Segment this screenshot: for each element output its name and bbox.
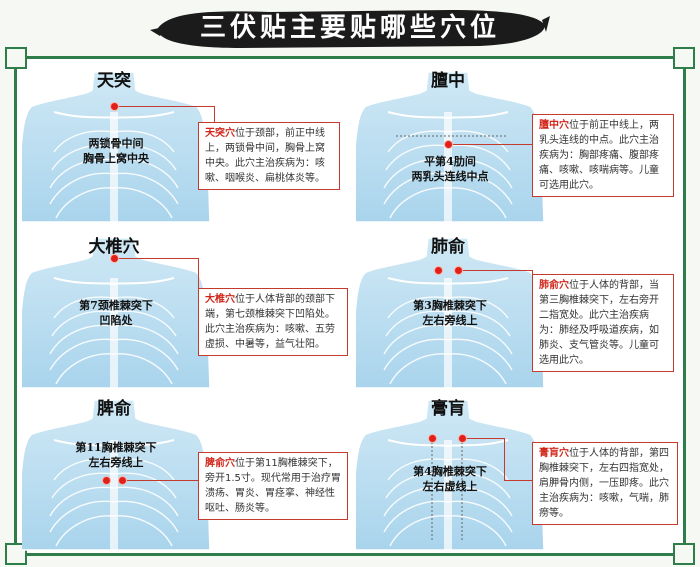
- leader-line: [214, 106, 215, 122]
- leader-line: [119, 258, 199, 259]
- desc-title: 肺俞穴: [539, 280, 569, 291]
- acupoint-location-label: 第4胸椎棘突下 左右虚线上: [380, 464, 520, 494]
- acupoint-marker[interactable]: [454, 266, 463, 275]
- location-line: 两乳头连线中点: [411, 170, 489, 183]
- location-line: 凹陷处: [99, 314, 133, 327]
- leader-line: [453, 144, 533, 145]
- acupoint-location-label: 平第4肋间 两乳头连线中点: [380, 154, 520, 184]
- acupoint-marker[interactable]: [110, 254, 119, 263]
- acupoint-description: 天突穴位于颈部，前正中线上，两锁骨中间，胸骨上窝中央。此穴主治疾病为：咳嗽、咽喉…: [198, 122, 340, 190]
- location-line: 平第4肋间: [424, 155, 476, 168]
- frame-corner: [5, 47, 27, 69]
- leader-line: [504, 438, 505, 480]
- location-line: 第3胸椎棘突下: [413, 299, 487, 312]
- acupoint-location-label: 两锁骨中间 胸骨上窝中央: [46, 136, 186, 166]
- acupoint-marker[interactable]: [102, 476, 111, 485]
- acupoint-name: 肺俞: [431, 237, 465, 257]
- location-line: 第7颈椎棘突下: [79, 299, 153, 312]
- desc-text: 位于第11胸椎棘突下，旁开1.5寸。现代常用于治疗胃溃疡、胃炎、胃痉挛、神经性呕…: [205, 458, 341, 514]
- acupoint-panel-danzhong: 膻中 平第4肋间 两乳头连线中点 膻中穴位于前正中线上，两乳头连线的中点。此穴主…: [356, 64, 686, 226]
- brush-stroke-bg: [150, 10, 550, 48]
- desc-title: 脾俞穴: [205, 458, 235, 469]
- desc-title: 膏肓穴: [539, 448, 569, 459]
- leader-line: [504, 480, 532, 481]
- acupoint-location-label: 第7颈椎棘突下 凹陷处: [46, 298, 186, 328]
- leader-line: [467, 438, 505, 439]
- desc-text: 位于人体的背部，当第三胸椎棘突下，左右旁开二指宽处。此穴主治疾病为：肺经及呼吸道…: [539, 280, 659, 366]
- desc-text: 位于人体的背部，第四胸椎棘突下，左右四指宽处，肩胛骨内侧，一压即疼。此穴主治疾病…: [539, 448, 669, 519]
- acupoint-name: 天突: [97, 71, 131, 91]
- acupoint-name: 脾俞: [97, 399, 131, 419]
- acupoint-description: 膏肓穴位于人体的背部，第四胸椎棘突下，左右四指宽处，肩胛骨内侧，一压即疼。此穴主…: [532, 442, 678, 525]
- acupoint-name: 大椎穴: [88, 237, 140, 257]
- page-title: 三伏贴主要贴哪些穴位: [199, 13, 500, 43]
- title-banner: 三伏贴主要贴哪些穴位: [150, 6, 550, 50]
- acupoint-panel-tiantu: 天突 两锁骨中间 胸骨上窝中央 天突穴位于颈部，前正中线上，两锁骨中间，胸骨上窝…: [22, 64, 352, 226]
- frame-corner: [673, 47, 695, 69]
- location-line: 两锁骨中间: [88, 137, 144, 150]
- frame-corner: [5, 543, 27, 565]
- acupoint-marker[interactable]: [458, 434, 467, 443]
- acupoint-description: 大椎穴位于人体背部的颈部下端，第七颈椎棘突下凹陷处。此穴主治疾病为：咳嗽、五劳虚…: [198, 288, 348, 356]
- desc-text: 位于人体背部的颈部下端，第七颈椎棘突下凹陷处。此穴主治疾病为：咳嗽、五劳虚损、中…: [205, 294, 335, 350]
- acupoint-marker[interactable]: [118, 476, 127, 485]
- acupoint-marker[interactable]: [434, 266, 443, 275]
- leader-line: [198, 258, 199, 288]
- acupoint-description: 肺俞穴位于人体的背部，当第三胸椎棘突下，左右旁开二指宽处。此穴主治疾病为：肺经及…: [532, 274, 674, 372]
- acupoint-panel-pishu: 脾俞 第11胸椎棘突下 左右旁线上 脾俞穴位于第11胸椎棘突下，旁开1.5寸。现…: [22, 392, 352, 554]
- acupoint-panel-gaohuang: 膏肓 第4胸椎棘突下 左右虚线上 膏肓穴位于人体的背部，第四胸椎棘突下，左右四指…: [356, 392, 686, 554]
- acupoint-description: 脾俞穴位于第11胸椎棘突下，旁开1.5寸。现代常用于治疗胃溃疡、胃炎、胃痉挛、神…: [198, 452, 348, 520]
- desc-title: 膻中穴: [539, 120, 569, 131]
- acupoint-panel-feishu: 肺俞 第3胸椎棘突下 左右旁线上 肺俞穴位于人体的背部，当第三胸椎棘突下，左右旁…: [356, 230, 686, 392]
- acupoint-marker[interactable]: [428, 434, 437, 443]
- desc-text: 位于前正中线上，两乳头连线的中点。此穴主治疾病为：胸部疼痛、腹部疼痛、咳嗽、咳喘…: [539, 120, 659, 191]
- frame-corner: [673, 543, 695, 565]
- desc-title: 天突穴: [205, 128, 235, 139]
- acupoint-location-label: 第11胸椎棘突下 左右旁线上: [46, 440, 186, 470]
- acupoint-description: 膻中穴位于前正中线上，两乳头连线的中点。此穴主治疾病为：胸部疼痛、腹部疼痛、咳嗽…: [532, 114, 674, 197]
- location-line: 左右旁线上: [422, 314, 478, 327]
- body-figure: [356, 399, 545, 551]
- desc-title: 大椎穴: [205, 294, 235, 305]
- location-line: 左右旁线上: [88, 456, 144, 469]
- leader-line: [463, 270, 533, 271]
- leader-line: [127, 480, 199, 481]
- leader-line: [119, 106, 215, 107]
- location-line: 第4胸椎棘突下: [413, 465, 487, 478]
- desc-text: 位于颈部，前正中线上，两锁骨中间，胸骨上窝中央。此穴主治疾病为：咳嗽、咽喉炎、扁…: [205, 128, 325, 184]
- acupoint-marker[interactable]: [110, 102, 119, 111]
- acupoint-name: 膏肓: [431, 399, 465, 419]
- location-line: 胸骨上窝中央: [83, 152, 149, 165]
- acupoint-name: 膻中: [431, 71, 465, 91]
- acupoint-marker[interactable]: [444, 140, 453, 149]
- acupoint-panel-dazhui: 大椎穴 第7颈椎棘突下 凹陷处 大椎穴位于人体背部的颈部下端，第七颈椎棘突下凹陷…: [22, 230, 352, 392]
- acupoint-location-label: 第3胸椎棘突下 左右旁线上: [380, 298, 520, 328]
- location-line: 第11胸椎棘突下: [75, 441, 157, 454]
- location-line: 左右虚线上: [422, 480, 478, 493]
